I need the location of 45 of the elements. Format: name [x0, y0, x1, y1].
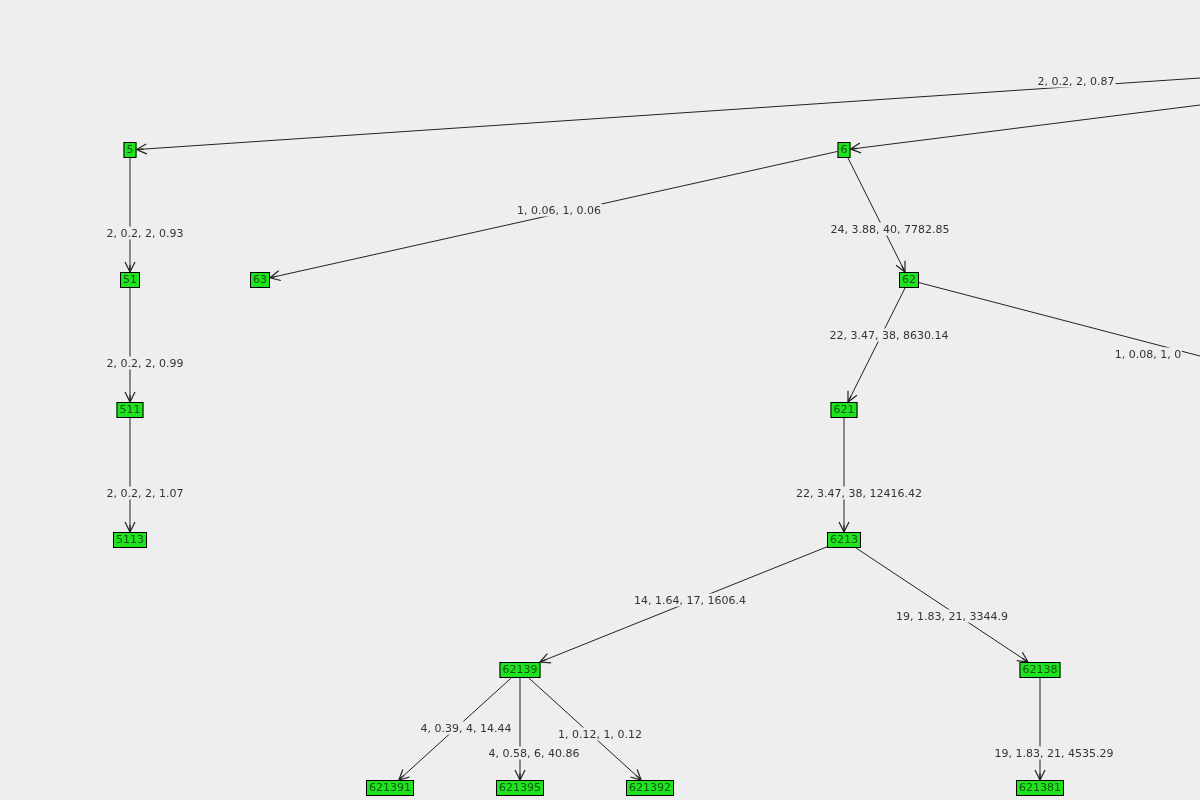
arrow [514, 677, 526, 781]
edge-label: 1, 0.12, 1, 0.12 [557, 727, 643, 741]
edge-label: 1, 0.08, 1, 0 [1113, 347, 1183, 361]
edge-label: 2, 0.2, 2, 0.99 [105, 356, 185, 370]
arrow [838, 417, 850, 533]
tree-node: 621381 [1016, 780, 1064, 796]
edge-label: 4, 0.58, 6, 40.86 [487, 746, 581, 760]
tree-node: 621391 [366, 780, 414, 796]
tree-node: 621 [830, 402, 858, 418]
edge-label: 19, 1.83, 21, 4535.29 [993, 746, 1115, 760]
tree-node: 621392 [626, 780, 674, 796]
arrow [847, 287, 906, 403]
arrow [539, 546, 828, 664]
arrow [124, 417, 136, 533]
tree-node: 63 [250, 272, 270, 288]
arrow [847, 157, 906, 273]
tree-node: 6 [837, 142, 851, 158]
arrow [849, 104, 1200, 154]
arrow [528, 677, 642, 781]
edge-label: 14, 1.64, 17, 1606.4 [633, 593, 747, 607]
tree-node: 6213 [827, 532, 861, 548]
edge-label: 24, 3.88, 40, 7782.85 [829, 222, 951, 236]
tree-node: 62138 [1019, 662, 1061, 678]
tree-node: 62139 [499, 662, 541, 678]
edge-label: 2, 0.2, 2, 0.87 [1036, 74, 1116, 88]
tree-node: 5 [123, 142, 137, 158]
arrow [124, 287, 136, 403]
arrow [1034, 677, 1046, 781]
tree-node: 621395 [496, 780, 544, 796]
tree-node: 5113 [113, 532, 147, 548]
tree-node: 51 [120, 272, 140, 288]
edge-label: 22, 3.47, 38, 12416.42 [795, 486, 923, 500]
arrow [855, 547, 1029, 663]
tree-node: 62 [899, 272, 919, 288]
arrow [124, 157, 136, 273]
edge-label: 19, 1.83, 21, 3344.9 [895, 609, 1009, 623]
edge-label: 22, 3.47, 38, 8630.14 [828, 328, 950, 342]
edge-label: 1, 0.06, 1, 0.06 [516, 203, 602, 217]
edge-label: 2, 0.2, 2, 1.07 [105, 486, 185, 500]
tree-node: 511 [116, 402, 144, 418]
edge-label: 4, 0.39, 4, 14.44 [419, 721, 513, 735]
arrow [398, 677, 512, 781]
arrow [135, 77, 1200, 155]
arrow [269, 150, 838, 282]
edge-label: 2, 0.2, 2, 0.93 [105, 226, 185, 240]
